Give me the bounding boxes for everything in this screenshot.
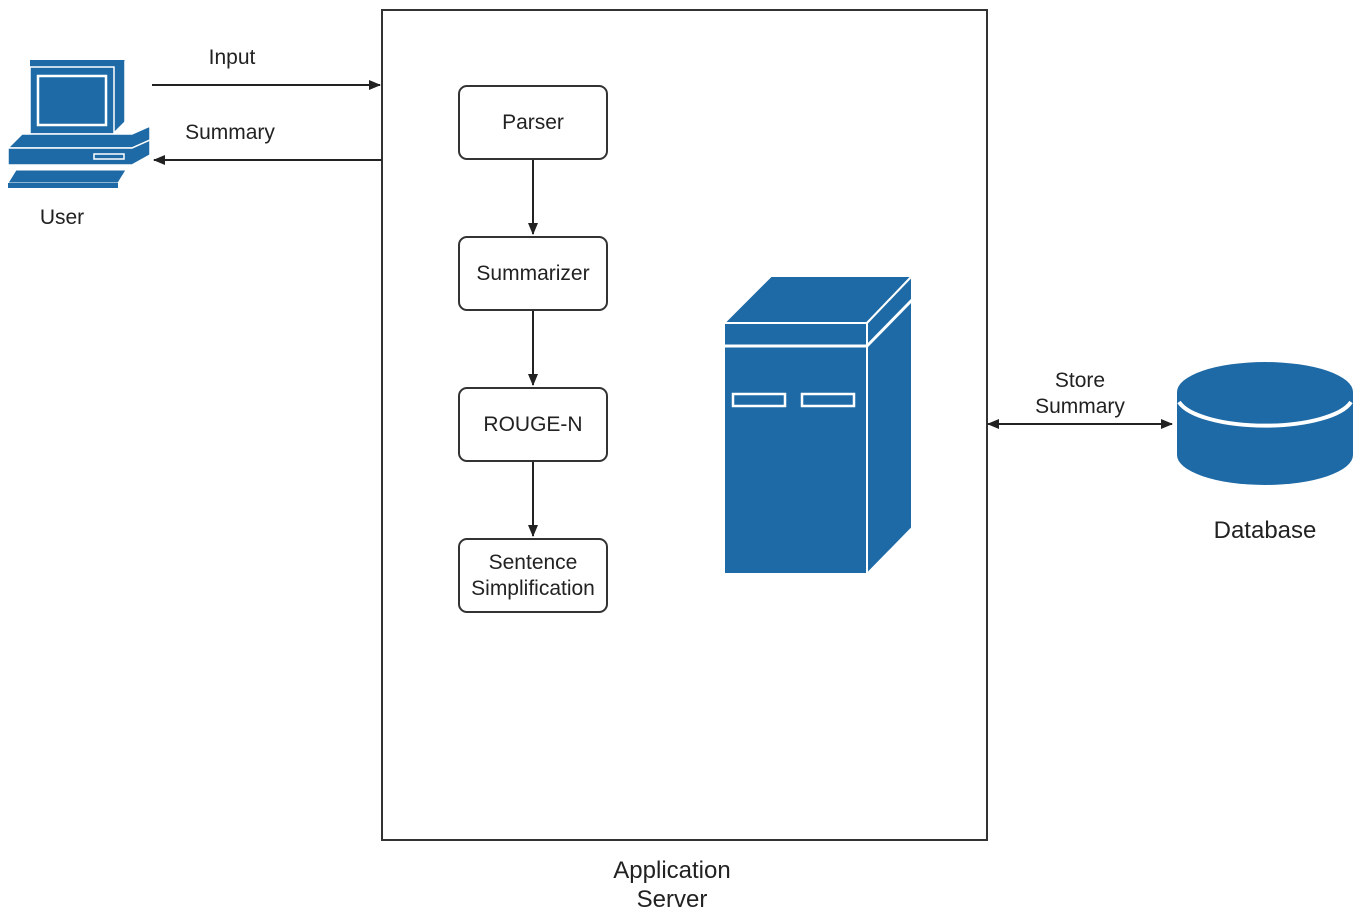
pipeline-step-label: Sentence Simplification (471, 550, 595, 600)
database-label: Database (1213, 517, 1317, 544)
pipeline-step-parser: Parser (458, 85, 608, 160)
pipeline-step-sentence-simplification: Sentence Simplification (458, 538, 608, 613)
pipeline-step-summarizer: Summarizer (458, 236, 608, 311)
input-label: Input (208, 46, 256, 69)
application-server-label: Application Server (613, 857, 731, 914)
pipeline-step-label: ROUGE-N (483, 412, 583, 436)
server-tower-icon (721, 273, 915, 577)
summary-label: Summary (185, 121, 275, 144)
pipeline-step-label: Parser (502, 110, 564, 134)
user-label: User (39, 206, 85, 229)
pipeline-step-label: Summarizer (476, 261, 590, 285)
database-cylinder-icon (1177, 362, 1353, 485)
pipeline-step-rouge-n: ROUGE-N (458, 387, 608, 462)
computer-icon (6, 59, 151, 188)
store-summary-label: Store Summary (1035, 369, 1125, 418)
